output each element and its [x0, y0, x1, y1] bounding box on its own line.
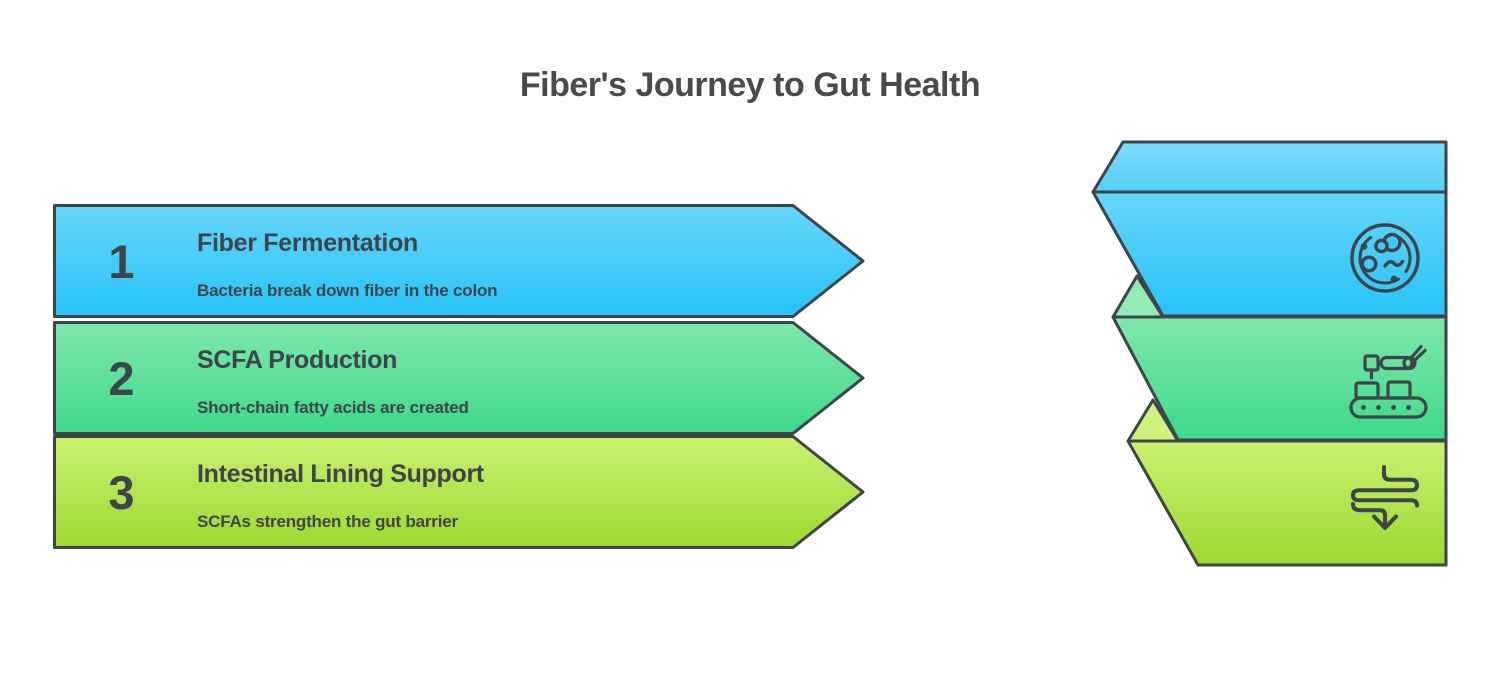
step-description: Short-chain fatty acids are created: [197, 398, 469, 417]
ribbon-stack: [1085, 138, 1455, 570]
intestine-arrow-icon: [1351, 465, 1419, 530]
step-number: 3: [108, 465, 134, 519]
step-description: SCFAs strengthen the gut barrier: [197, 512, 458, 531]
arrow-shape-green: [53, 321, 865, 435]
ribbon-top-fold-blue: [1091, 140, 1448, 194]
step-banner-3: 3 Intestinal Lining Support SCFAs streng…: [53, 435, 865, 549]
conveyor-belt-icon: [1349, 344, 1428, 419]
arrow-shape-lime: [53, 435, 865, 549]
page-title: Fiber's Journey to Gut Health: [519, 66, 981, 104]
step-number: 2: [108, 351, 134, 405]
step-banner-1: 1 Fiber Fermentation Bacteria break down…: [53, 204, 865, 318]
step-number: 1: [108, 234, 134, 288]
step-description: Bacteria break down fiber in the colon: [197, 281, 498, 300]
step-title: Intestinal Lining Support: [197, 460, 484, 488]
ribbon-band-lime: [1126, 439, 1448, 567]
step-title: SCFA Production: [197, 346, 398, 374]
arrow-shape-blue: [53, 204, 865, 318]
petri-dish-icon: [1350, 223, 1420, 293]
step-banner-2: 2 SCFA Production Short-chain fatty acid…: [53, 321, 865, 435]
step-title: Fiber Fermentation: [197, 229, 419, 257]
